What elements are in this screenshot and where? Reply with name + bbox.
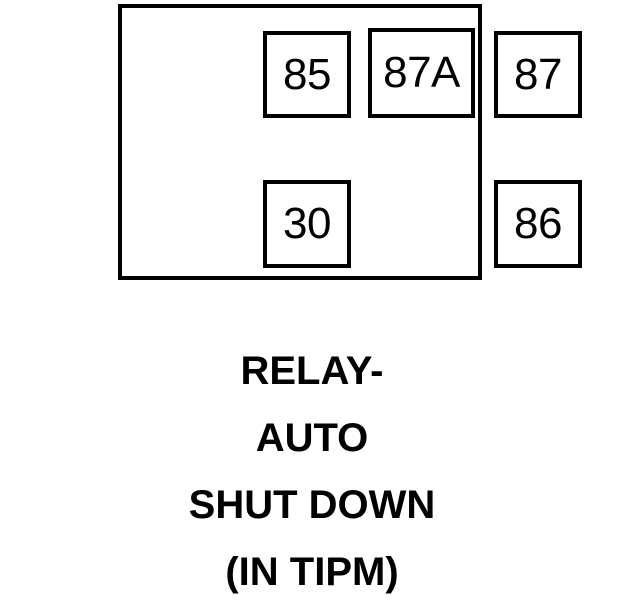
caption-line-1: RELAY- xyxy=(240,349,384,393)
relay-caption: RELAY- AUTO SHUT DOWN (IN TIPM) xyxy=(0,338,624,600)
terminal-86-label: 86 xyxy=(514,199,562,248)
terminal-87: 87 xyxy=(494,31,582,118)
terminal-87a-label: 87A xyxy=(383,48,460,97)
terminal-30: 30 xyxy=(263,180,351,268)
terminal-85-label: 85 xyxy=(283,49,331,99)
terminal-87a: 87A xyxy=(368,28,475,118)
caption-line-3: SHUT DOWN xyxy=(188,483,436,527)
terminal-87-label: 87 xyxy=(514,49,562,99)
caption-line-4: (IN TIPM) xyxy=(225,550,399,594)
relay-housing-outline: 85 87A 87 30 86 xyxy=(118,4,582,280)
terminal-85: 85 xyxy=(263,31,351,118)
terminal-86: 86 xyxy=(494,180,582,268)
caption-line-2: AUTO xyxy=(255,416,369,460)
terminal-30-label: 30 xyxy=(283,199,331,248)
